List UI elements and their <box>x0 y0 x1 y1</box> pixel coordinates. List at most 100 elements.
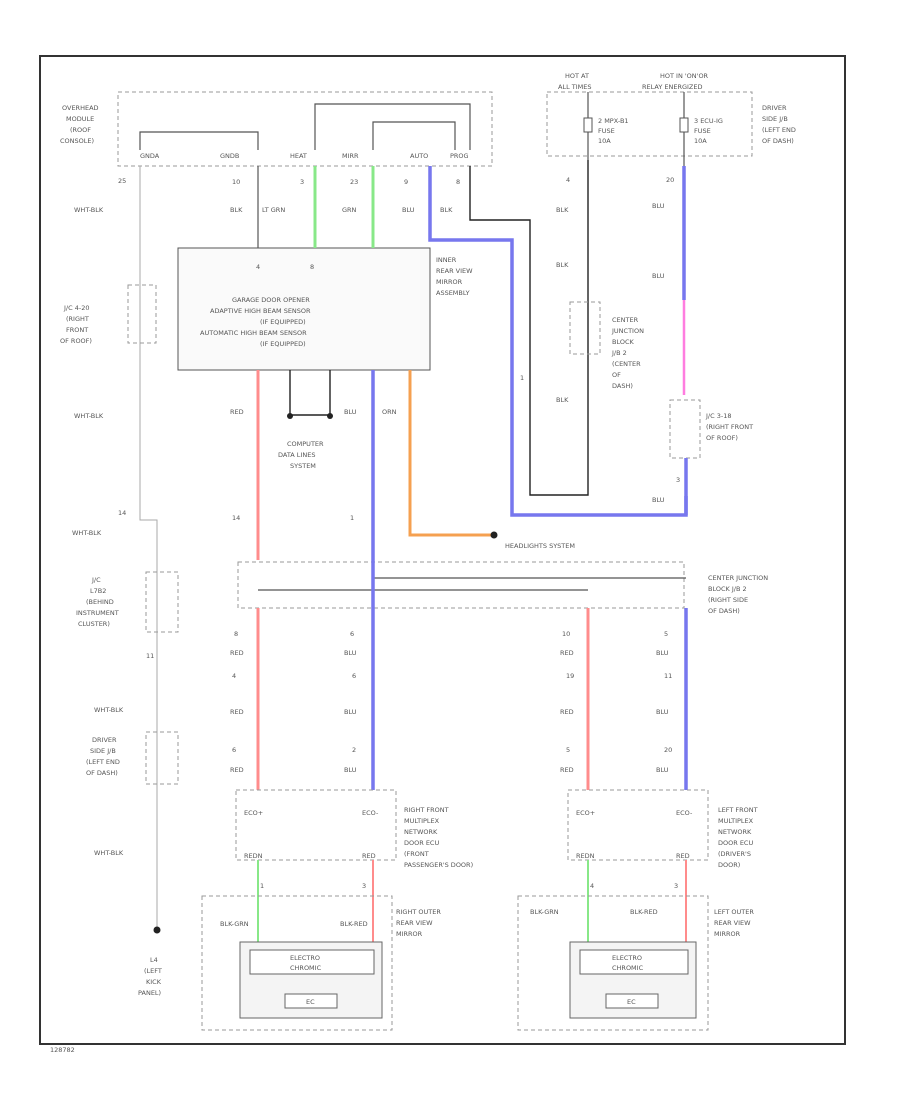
fuse-left-label-2: FUSE <box>598 127 615 135</box>
right-ecu-label-1: RIGHT FRONT <box>404 806 449 814</box>
left-ecu-label-3: NETWORK <box>718 828 752 836</box>
wc-lt-grn: LT GRN <box>262 206 285 214</box>
left-ecu-pin-eco-minus: ECO- <box>676 809 693 817</box>
jc-roof-left-1: J/C 4-20 <box>63 304 89 312</box>
wire-computer-data <box>289 370 331 416</box>
driver-jb-bottom-3: (LEFT END <box>86 758 120 766</box>
wc-blk-4: BLK <box>556 261 569 269</box>
wc-blk-red-right: BLK-RED <box>340 920 368 928</box>
jc-instr-1: J/C <box>91 576 101 584</box>
right-ecu-label-4: DOOR ECU <box>404 839 439 847</box>
pin-num-24: 4 <box>590 882 594 890</box>
jc-instr-5: CLUSTER) <box>78 620 110 628</box>
driver-jb-bottom-2: SIDE J/B <box>90 747 116 755</box>
wc-wht-blk-2: WHT-BLK <box>74 412 104 420</box>
left-mirror-ec-element <box>605 993 659 1009</box>
overhead-module-label-4: CONSOLE) <box>60 137 94 145</box>
ground-label-4: PANEL) <box>138 989 161 997</box>
center-jb-right-4: OF DASH) <box>708 607 740 615</box>
jc-roof-left-3: FRONT <box>66 326 88 334</box>
wc-blu-r2: BLU <box>652 272 665 280</box>
footer-code: 128782 <box>50 1046 75 1054</box>
wc-blu-6: BLU <box>656 708 669 716</box>
right-front-ecu-box <box>235 789 397 861</box>
wc-orn: ORN <box>382 408 397 416</box>
left-front-ecu-box <box>567 789 709 861</box>
wc-blk-3: BLK <box>556 206 569 214</box>
wc-wht-blk-1: WHT-BLK <box>74 206 104 214</box>
garage-door-label-4: AUTOMATIC HIGH BEAM SENSOR <box>200 329 307 337</box>
pin-num-0: 25 <box>118 177 126 185</box>
computer-data-2: DATA LINES <box>278 451 315 459</box>
computer-data-1: COMPUTER <box>287 440 324 448</box>
ground-icon <box>153 926 161 934</box>
right-mirror-label-1: RIGHT OUTER <box>396 908 441 916</box>
pin-gndb: GNDB <box>220 152 239 160</box>
wc-blu-2: BLU <box>344 649 357 657</box>
pin-number-group: 25 10 3 23 9 8 4 8 14 1 8 6 10 5 4 6 19 … <box>118 176 680 890</box>
wc-blu-3: BLU <box>344 708 357 716</box>
jc-instr-3: (BEHIND <box>86 598 114 606</box>
data-line-dot-1 <box>287 413 293 419</box>
pin-num-15: 6 <box>352 672 356 680</box>
inner-mirror-label-2: REAR VIEW <box>436 267 473 275</box>
pin-num-12: 10 <box>562 630 570 638</box>
hot-all-times-1: HOT AT <box>565 72 589 80</box>
wc-blk-2: BLK <box>440 206 453 214</box>
inner-mirror-label-3: MIRROR <box>436 278 463 286</box>
pin-num-17: 11 <box>664 672 672 680</box>
wire-wht-blk-ground <box>139 166 158 930</box>
fuse-left-icon <box>583 117 593 133</box>
driver-jb-top-3: (LEFT END <box>762 126 796 134</box>
jc-roof-right-3: OF ROOF) <box>706 434 738 442</box>
left-ecu-label-1: LEFT FRONT <box>718 806 758 814</box>
center-jb-right-3: (RIGHT SIDE <box>708 596 748 604</box>
right-ecu-pin-redn: REDN <box>244 852 263 860</box>
pin-num-22: 1 <box>260 882 264 890</box>
right-ecu-label-2: MULTIPLEX <box>404 817 440 825</box>
center-jb-right-box <box>237 561 685 609</box>
wc-wht-blk-3: WHT-BLK <box>72 529 102 537</box>
inner-mirror-label-1: INNER <box>436 256 457 264</box>
left-mirror-label-2: REAR VIEW <box>714 919 751 927</box>
right-ecu-label-3: NETWORK <box>404 828 438 836</box>
wc-blu-4: BLU <box>344 766 357 774</box>
jc-instr-2: L7B2 <box>90 587 106 595</box>
fuse-box-outline <box>546 91 753 157</box>
pin-num-10: 8 <box>234 630 238 638</box>
wc-blk-5: BLK <box>556 396 569 404</box>
center-jb-left-3: BLOCK <box>612 338 635 346</box>
hot-relay-1: HOT IN 'ON'OR <box>660 72 709 80</box>
driver-jb-top-4: OF DASH) <box>762 137 794 145</box>
pin-num-3: 23 <box>350 178 358 186</box>
pin-num-7: 8 <box>310 263 314 271</box>
wc-blk-grn-right: BLK-GRN <box>220 920 249 928</box>
wc-grn: GRN <box>342 206 357 214</box>
center-jb-left-2: JUNCTION <box>611 327 644 335</box>
wire-blk-inner-mirror <box>469 160 589 496</box>
headlights-label: HEADLIGHTS SYSTEM <box>505 542 575 550</box>
driver-jb-top-1: DRIVER <box>762 104 787 112</box>
driver-jb-bottom-box <box>145 731 179 785</box>
diagram-frame <box>39 55 846 1045</box>
right-mirror-ec-2: CHROMIC <box>290 964 322 972</box>
wc-red-7: RED <box>560 766 574 774</box>
jc-roof-right-2: (RIGHT FRONT <box>706 423 753 431</box>
pin-prog: PROG <box>450 152 469 160</box>
center-jb-left-5: (CENTER <box>612 360 641 368</box>
wc-red-1: RED <box>230 408 244 416</box>
pin-num-9: 1 <box>350 514 354 522</box>
pin-num-19: 2 <box>352 746 356 754</box>
center-jb-right-1: CENTER JUNCTION <box>708 574 768 582</box>
left-ecu-label-4: DOOR ECU <box>718 839 753 847</box>
overhead-internal-ground <box>139 131 259 150</box>
pin-num-20: 5 <box>566 746 570 754</box>
right-mirror-ec-element <box>284 993 338 1009</box>
overhead-module-label-2: MODULE <box>66 115 94 123</box>
jc-roof-left-2: (RIGHT <box>66 315 89 323</box>
pin-num-16: 19 <box>566 672 574 680</box>
pin-num-29: 3 <box>676 476 680 484</box>
left-ecu-pin-red: RED <box>676 852 690 860</box>
wc-wht-blk-5: WHT-BLK <box>94 849 124 857</box>
pin-num-2: 3 <box>300 178 304 186</box>
